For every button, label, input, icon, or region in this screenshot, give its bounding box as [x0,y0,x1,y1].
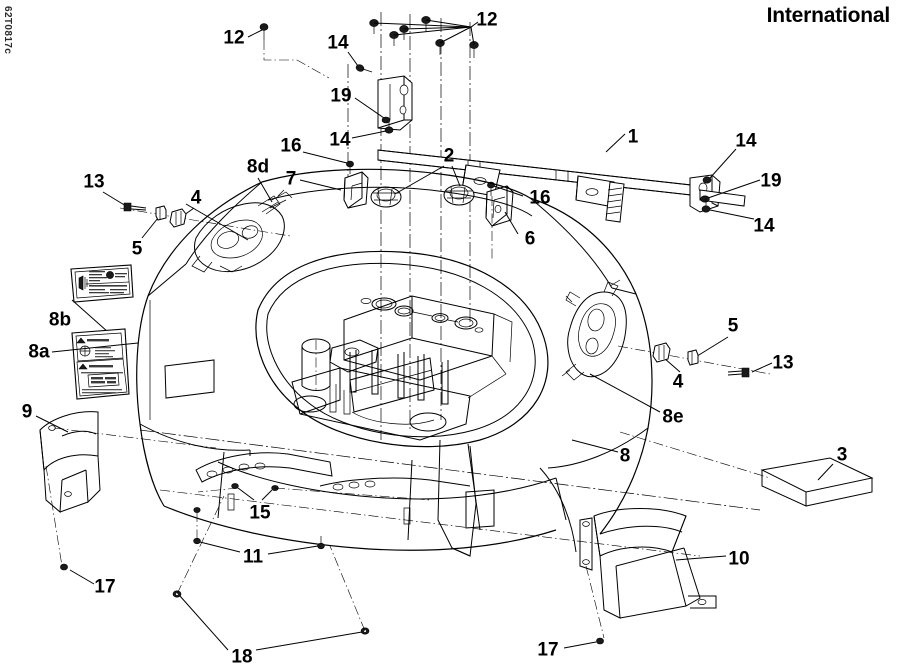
lower-body [139,429,761,557]
screw-14-right-lower [701,199,711,213]
callout-11: 11 [242,546,264,568]
screw-14-top [355,64,373,73]
callout-5: 5 [131,238,143,260]
nut-19-left [381,116,391,124]
callout-12: 12 [223,27,245,49]
screw-13-left [123,202,147,212]
collar-nut-4-right [652,342,671,363]
grommet-part-2-left [370,186,402,208]
callout-10: 10 [728,548,750,570]
crossbar-part-1 [377,75,746,223]
callout-8b: 8b [48,309,72,331]
callout-4: 4 [672,371,684,393]
screw-13-right [727,367,750,378]
warning-label-8b [70,264,134,333]
hood-assembly-part-8 [136,168,661,535]
callout-14: 14 [329,129,351,151]
left-exploded-fasteners [102,191,291,239]
callout-17: 17 [94,576,116,598]
callout-14: 14 [327,32,349,54]
callout-19: 19 [760,170,782,192]
screw-16-left [346,160,354,174]
callout-8e: 8e [662,406,684,428]
callout-7: 7 [285,168,297,190]
grommet-part-2-right [443,184,475,206]
callout-3: 3 [836,444,848,466]
screw-11-upper [193,507,201,513]
warning-label-8a [51,328,139,400]
top-fastener-cluster [247,16,479,79]
callout-5: 5 [727,315,739,337]
headlight-housing-8e [561,279,627,381]
clip-bracket-part-7 [299,151,369,209]
spacer-5-left [155,205,167,221]
callout-16: 16 [280,135,302,157]
callout-12: 12 [476,9,498,31]
screw-14-right-upper [702,176,712,184]
right-exploded-fasteners [617,336,773,378]
screw-17-right [596,637,604,645]
left-bracket-fasteners [351,97,394,139]
callout-13: 13 [83,171,105,193]
screw-12-group [369,16,479,58]
right-bracket-fasteners [700,148,761,220]
callout-9: 9 [21,401,33,423]
bracket-part-6 [485,181,524,260]
lower-fasteners [172,483,431,651]
callout-1: 1 [627,126,639,148]
panel-pad-part-3 [619,431,874,507]
headlight-housing-8d [191,189,293,273]
screw-12-left [259,23,269,40]
mud-flap-part-10 [563,508,727,649]
callout-15: 15 [249,502,271,524]
callout-16: 16 [529,187,551,209]
callout-13: 13 [772,352,794,374]
callout-8d: 8d [246,156,270,178]
callout-8a: 8a [28,341,50,363]
screw-11-b [317,536,325,550]
callout-2: 2 [443,145,455,167]
page-title: International [766,4,891,27]
callout-8: 8 [619,445,631,467]
callout-14: 14 [735,130,757,152]
screw-17-left [60,563,68,571]
callout-19: 19 [330,85,352,107]
callout-4: 4 [190,187,202,209]
callout-6: 6 [524,228,536,250]
collar-nut-4-left [169,208,187,228]
callout-17: 17 [537,639,559,661]
spacer-5-right [687,349,699,366]
engine-bay-detail [291,295,513,441]
mud-flap-part-9 [35,411,217,585]
screw-14-left-lower [384,119,394,134]
nut-19-right [700,195,710,203]
callout-14: 14 [753,215,775,237]
callout-18: 18 [231,646,253,668]
